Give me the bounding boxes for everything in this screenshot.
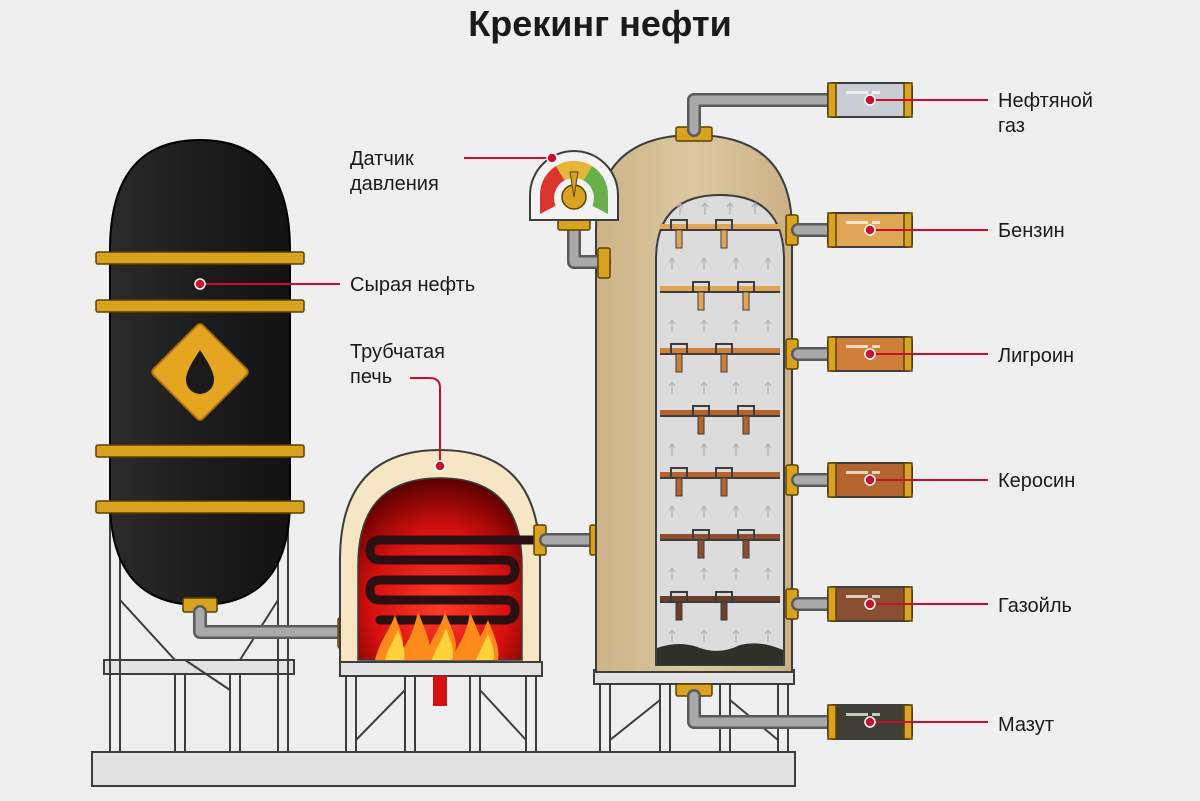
outlet-kerosene xyxy=(785,462,988,498)
column-tray xyxy=(660,405,780,456)
flame-icon xyxy=(375,612,499,660)
pressure-sensor-label-line2: давления xyxy=(350,173,439,195)
petroleum-gas-label-line1: Нефтяной xyxy=(998,90,1093,112)
pressure-gauge-icon xyxy=(529,150,619,279)
page-title: Крекинг нефти xyxy=(468,3,731,44)
vapour-arrow xyxy=(751,202,759,215)
gasoline-label: Бензин xyxy=(998,220,1065,242)
kerosene-label: Керосин xyxy=(998,470,1075,492)
column-tray xyxy=(660,529,780,580)
fuel-oil-label: Мазут xyxy=(998,714,1054,736)
tube-furnace xyxy=(339,448,547,752)
outlet-naphtha xyxy=(785,336,988,372)
column-tray xyxy=(660,591,780,642)
petroleum-gas-label-line2: газ xyxy=(998,115,1025,137)
outlet-gasoil xyxy=(785,586,988,622)
vapour-arrow xyxy=(701,202,709,215)
tube-furnace-callout: Трубчатая печь xyxy=(350,341,446,472)
outlet-fuel-oil xyxy=(687,689,988,740)
pipe-furnace-to-column xyxy=(539,524,603,556)
column-tray xyxy=(660,219,780,270)
pipe-tank-to-furnace xyxy=(193,605,352,649)
column-tray xyxy=(660,343,780,394)
tube-furnace-label-line2: печь xyxy=(350,366,392,388)
base-platform xyxy=(91,751,796,787)
distillation-column xyxy=(593,126,795,752)
crude-oil-label: Сырая нефть xyxy=(350,274,475,296)
vapour-arrow xyxy=(676,202,684,215)
gasoil-label: Газойль xyxy=(998,595,1072,617)
crude-oil-callout: Сырая нефть xyxy=(194,274,475,296)
pressure-sensor-label-line1: Датчик xyxy=(350,148,414,170)
column-trays xyxy=(660,202,780,642)
crude-oil-tank xyxy=(95,138,305,752)
pressure-sensor-callout: Датчик давления xyxy=(350,148,558,195)
outlet-petroleum-gas xyxy=(687,82,988,137)
vapour-arrow xyxy=(726,202,734,215)
column-tray xyxy=(660,281,780,332)
outlet-gasoline xyxy=(785,212,988,248)
column-tray xyxy=(660,467,780,518)
oil-drop-icon xyxy=(151,323,249,421)
product-outlets xyxy=(687,82,988,740)
naphtha-label: Лигроин xyxy=(998,345,1074,367)
tube-furnace-label-line1: Трубчатая xyxy=(350,341,445,363)
